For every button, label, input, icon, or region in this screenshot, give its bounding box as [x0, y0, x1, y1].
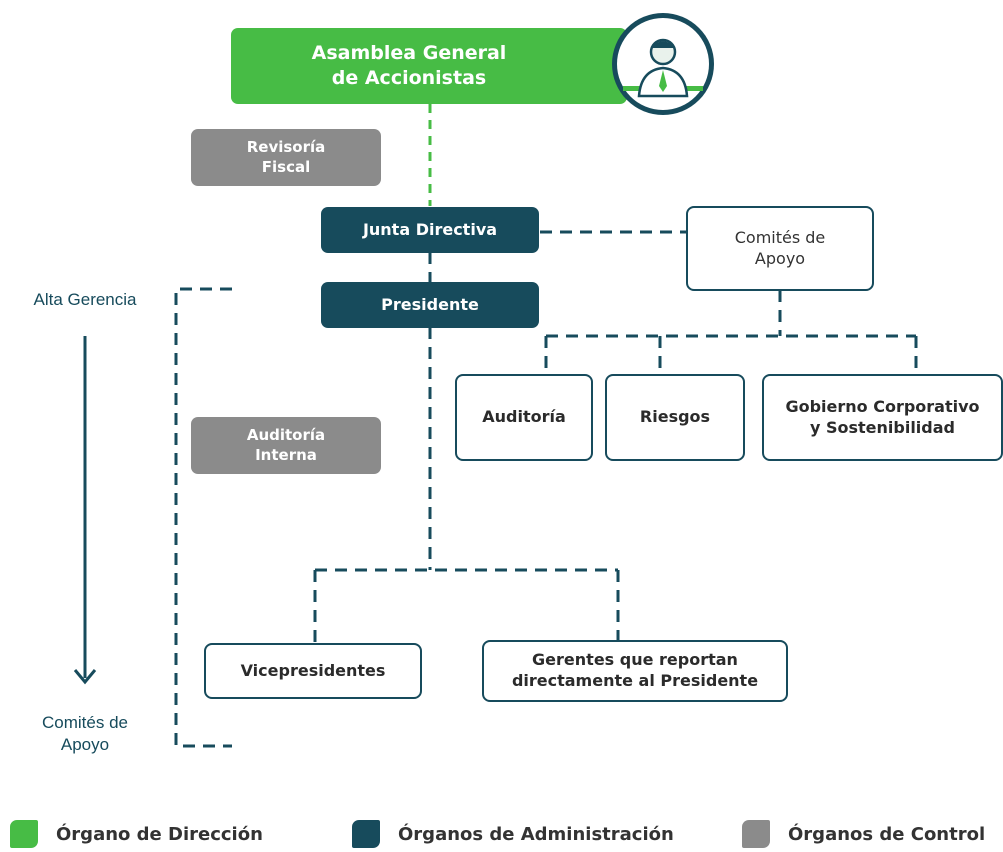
gobierno-corporativo-committee-node: Gobierno Corporativo y Sostenibilidad: [762, 374, 1003, 461]
shareholder-avatar-icon: [612, 13, 714, 115]
dark-leaf-swatch: [352, 820, 380, 848]
arrow-head: [73, 669, 97, 685]
gray-leaf-swatch: [742, 820, 770, 848]
legend-label: Órgano de Dirección: [56, 823, 263, 845]
revisoria-fiscal-node: Revisoría Fiscal: [191, 129, 381, 186]
connector-comites-children: [544, 290, 918, 374]
gerentes-node: Gerentes que reportan directamente al Pr…: [482, 640, 788, 702]
alta-gerencia-bracket: [174, 287, 232, 748]
legend-label: Órganos de Control: [788, 823, 986, 845]
legend-control: Órganos de Control: [742, 820, 985, 848]
riesgos-committee-node: Riesgos: [605, 374, 745, 461]
asamblea-general-node: Asamblea General de Accionistas: [231, 28, 627, 104]
alta-gerencia-label: Alta Gerencia: [33, 290, 137, 309]
comites-apoyo-node: Comités de Apoyo: [686, 206, 874, 291]
comites-de-apoyo-side-label: Comités de Apoyo: [42, 713, 128, 755]
junta-directiva-node: Junta Directiva: [321, 207, 539, 253]
legend-label: Órganos de Administración: [398, 823, 674, 845]
green-leaf-swatch: [10, 820, 38, 848]
auditoria-interna-node: Auditoría Interna: [191, 417, 381, 474]
auditoria-committee-node: Auditoría: [455, 374, 593, 461]
legend-direccion: Órgano de Dirección: [10, 820, 263, 848]
vicepresidentes-node: Vicepresidentes: [204, 643, 422, 699]
connector-presidente-down: [313, 327, 620, 643]
presidente-node: Presidente: [321, 282, 539, 328]
legend-administracion: Órganos de Administración: [352, 820, 674, 848]
